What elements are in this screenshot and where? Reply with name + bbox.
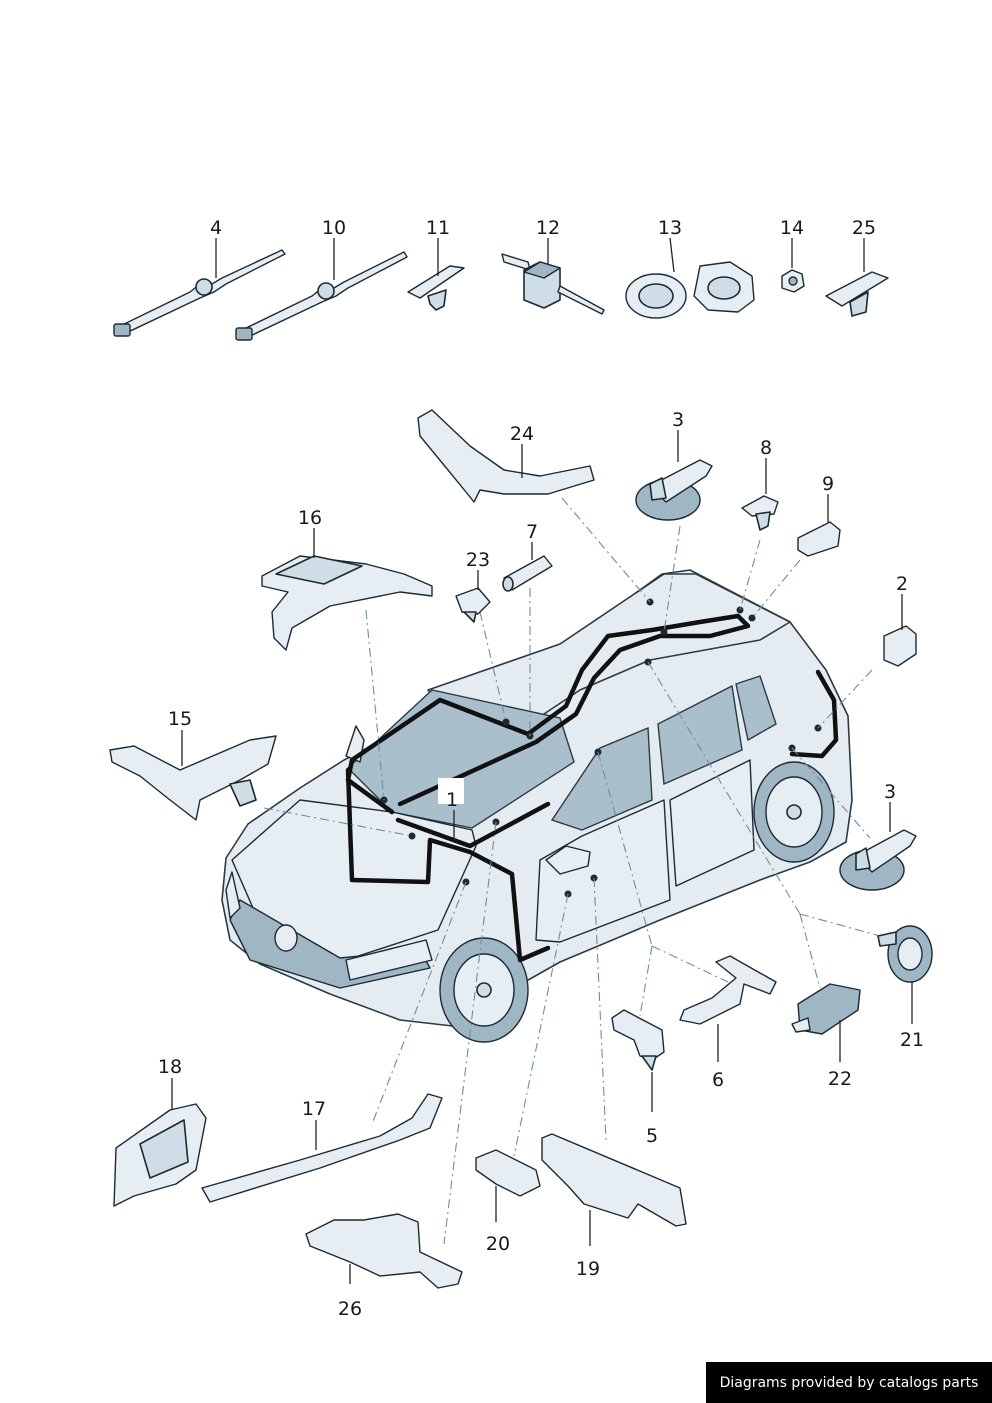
seal-roof (345, 613, 751, 815)
part-1-label-box (438, 778, 464, 840)
part-3-grommet-bottom[interactable] (839, 802, 917, 891)
part-25-bracket[interactable] (825, 238, 889, 317)
part-12-holder[interactable] (501, 238, 605, 315)
callout-5[interactable]: 5 (646, 1125, 658, 1147)
callout-1[interactable]: 1 (446, 789, 458, 811)
part-17-trim-strip[interactable] (201, 1093, 443, 1203)
part-18-bracket[interactable] (113, 1078, 207, 1207)
part-23-clip[interactable] (455, 570, 491, 623)
part-8-clip[interactable] (741, 458, 779, 531)
rear-wheel (753, 761, 835, 863)
part-3-grommet-top[interactable] (635, 430, 713, 521)
part-19-bracket[interactable] (541, 1133, 687, 1246)
callout-4[interactable]: 4 (210, 217, 222, 239)
part-11-clip[interactable] (407, 238, 465, 311)
part-2-clip[interactable] (883, 594, 917, 667)
callout-22[interactable]: 22 (828, 1068, 852, 1090)
part-14-nut[interactable] (781, 238, 805, 293)
callout-12[interactable]: 12 (536, 217, 560, 239)
callout-20[interactable]: 20 (486, 1233, 510, 1255)
seal-rear-door (789, 669, 839, 759)
callout-17[interactable]: 17 (302, 1098, 326, 1120)
callout-15[interactable]: 15 (168, 708, 192, 730)
part-26-bracket[interactable] (305, 1213, 463, 1289)
part-5-seal-piece[interactable] (611, 1009, 665, 1112)
callout-7[interactable]: 7 (526, 521, 538, 543)
credit-text: Diagrams provided by catalogs parts (719, 1374, 979, 1391)
callout-3-top[interactable]: 3 (672, 409, 684, 431)
front-wheel (439, 937, 529, 1043)
callout-23[interactable]: 23 (466, 549, 490, 571)
callout-24[interactable]: 24 (510, 423, 534, 445)
part-15-bracket[interactable] (109, 730, 277, 821)
callout-16[interactable]: 16 (298, 507, 322, 529)
callout-6[interactable]: 6 (712, 1069, 724, 1091)
part-24-trim-strip[interactable] (417, 409, 595, 503)
callout-21[interactable]: 21 (900, 1029, 924, 1051)
credit-banner: Diagrams provided by catalogs parts (706, 1362, 992, 1403)
part-20-clip[interactable] (475, 1149, 541, 1222)
callout-3-bottom[interactable]: 3 (884, 781, 896, 803)
callout-13[interactable]: 13 (658, 217, 682, 239)
part-16-bracket[interactable] (261, 528, 433, 651)
part-6-bracket[interactable] (679, 955, 777, 1062)
callout-19[interactable]: 19 (576, 1258, 600, 1280)
part-4-cable-tie[interactable] (113, 238, 286, 337)
part-10-cable-tie[interactable] (235, 238, 408, 341)
part-13-grommets[interactable] (625, 237, 755, 319)
part-21-grommet[interactable] (877, 925, 933, 1024)
callouts: 4 10 11 12 13 14 25 24 3 8 9 16 7 23 2 1… (158, 217, 924, 1320)
part-22-grommet[interactable] (791, 983, 861, 1062)
callout-11[interactable]: 11 (426, 217, 450, 239)
callout-2[interactable]: 2 (896, 573, 908, 595)
callout-18[interactable]: 18 (158, 1056, 182, 1078)
reference-lines (263, 497, 881, 1245)
part-9-clip[interactable] (797, 494, 841, 557)
callout-26[interactable]: 26 (338, 1298, 362, 1320)
seal-windshield (345, 767, 551, 963)
callout-10[interactable]: 10 (322, 217, 346, 239)
callout-14[interactable]: 14 (780, 217, 804, 239)
part-7-tube[interactable] (502, 542, 553, 592)
callout-8[interactable]: 8 (760, 437, 772, 459)
callout-9[interactable]: 9 (822, 473, 834, 495)
callout-25[interactable]: 25 (852, 217, 876, 239)
